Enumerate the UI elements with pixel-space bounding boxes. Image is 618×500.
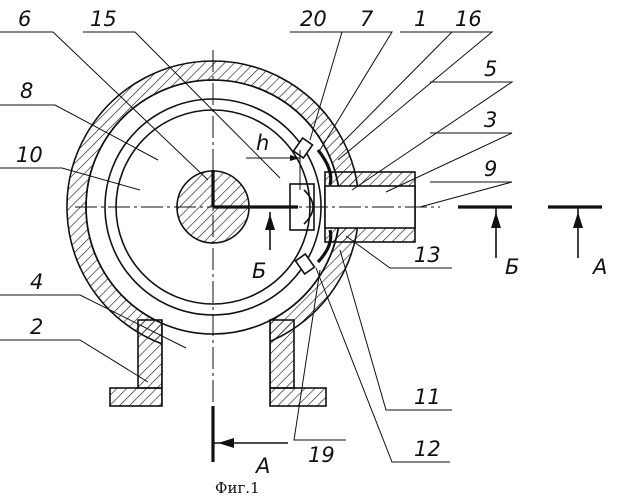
label-9: 9 xyxy=(484,157,497,181)
radial-pipe xyxy=(325,172,415,242)
label-2: 2 xyxy=(30,315,43,339)
label-20: 20 xyxy=(300,7,327,31)
base-flange xyxy=(110,320,326,406)
label-16: 16 xyxy=(455,7,482,31)
label-6: 6 xyxy=(18,7,31,31)
label-8: 8 xyxy=(20,79,33,103)
label-1: 1 xyxy=(414,7,427,31)
figure-caption: Фиг.1 xyxy=(215,479,260,497)
label-12: 12 xyxy=(414,437,441,461)
label-11: 11 xyxy=(414,385,441,409)
dimension-label: h xyxy=(256,131,269,155)
label-15: 15 xyxy=(90,7,117,31)
label-3: 3 xyxy=(484,108,497,132)
section-a-label-2: А xyxy=(254,454,270,478)
label-7: 7 xyxy=(360,7,374,31)
label-5: 5 xyxy=(484,57,497,81)
label-10: 10 xyxy=(16,143,43,167)
section-b-label-2: Б xyxy=(252,259,266,283)
label-13: 13 xyxy=(414,243,441,267)
section-a-label: А xyxy=(591,255,607,279)
section-b-label: Б xyxy=(505,255,519,279)
label-19: 19 xyxy=(308,443,335,467)
dimension-h: h xyxy=(246,131,300,190)
label-4: 4 xyxy=(30,270,43,294)
